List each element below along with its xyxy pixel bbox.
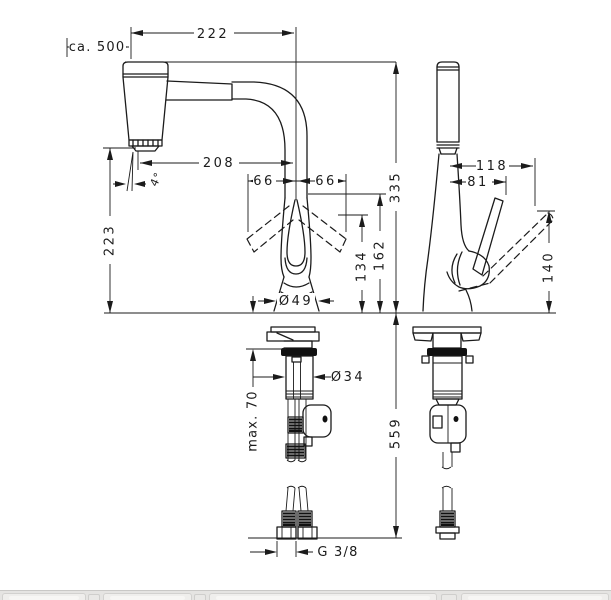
dim-ca500: ca. 500 [66, 38, 129, 57]
pullout-spray-head [122, 61, 233, 152]
dim-66-right-label: 66 [315, 174, 337, 189]
thumbnail-card-highlight [9, 596, 79, 600]
swivel-range-dashed [246, 205, 347, 253]
dim-335-label: 335 [389, 171, 404, 203]
side-body [422, 153, 490, 312]
hose-weight-side [429, 404, 467, 453]
dim-g38: G 3/8 [250, 541, 358, 560]
dim-134: 134 [338, 214, 370, 313]
hoses-front [276, 399, 332, 540]
dim-dia34-label: Ø34 [331, 370, 365, 385]
dim-222-label: 222 [197, 27, 229, 42]
spray-handle-column [436, 61, 460, 155]
thumbnail-card-highlight [468, 596, 602, 600]
dim-4deg-label: 4° [147, 170, 165, 189]
hose-coupling [287, 416, 304, 434]
dim-max70: max. 70 [244, 296, 286, 457]
dim-66-left-label: 66 [253, 174, 275, 189]
dim-66-66: 66 66 [247, 173, 347, 232]
mounting-hardware-front [266, 326, 320, 400]
dim-118-label: 118 [476, 159, 508, 174]
dim-223-label: 223 [103, 224, 118, 256]
dim-118: 118 [450, 158, 536, 206]
hose-weight [302, 404, 332, 447]
mounting-hardware-side [412, 326, 482, 406]
dim-dia34: Ø34 [253, 370, 365, 385]
thumbnail-divider-box[interactable] [441, 594, 457, 600]
dim-81-label: 81 [467, 175, 489, 190]
supply-connector-side [435, 510, 460, 540]
dim-ca500-label: ca. 500 [69, 40, 126, 55]
side-view-faucet [412, 61, 554, 540]
dim-162: 162 [308, 193, 388, 313]
dim-81: 81 [450, 174, 507, 195]
dim-dia49: Ø49 [258, 293, 334, 309]
dim-140-label: 140 [542, 251, 557, 283]
reference-lines [104, 61, 556, 539]
supply-connector-left [276, 510, 297, 540]
dim-dia49-label: Ø49 [279, 294, 313, 309]
hose-side [435, 452, 460, 540]
dim-140: 140 [537, 210, 557, 313]
dim-208: 208 [137, 151, 293, 171]
thumbnail-card[interactable] [2, 593, 86, 600]
dim-223: 223 [101, 147, 136, 313]
dim-335: 335 [388, 62, 404, 313]
dim-208-label: 208 [203, 156, 235, 171]
dim-162-label: 162 [373, 239, 388, 271]
dim-134-label: 134 [355, 250, 370, 282]
dim-g38-label: G 3/8 [317, 545, 358, 560]
dimensions: 222 ca. 500 208 66 [66, 25, 557, 560]
hose-coupling-lower [285, 443, 306, 459]
dim-559-label: 559 [389, 417, 404, 449]
supply-connector-right [297, 510, 318, 540]
dim-max70-label: max. 70 [246, 390, 261, 452]
lever-handle [472, 197, 504, 276]
thumbnail-card[interactable] [209, 593, 437, 600]
thumbnail-card-highlight [110, 596, 185, 600]
thumbnail-card-highlight [216, 596, 430, 600]
dim-222: 222 [130, 25, 297, 200]
spout [231, 81, 312, 278]
thumbnail-card[interactable] [103, 593, 192, 600]
front-view-faucet [122, 61, 347, 540]
thumbnail-divider-box[interactable] [88, 594, 100, 600]
thumbnail-strip [0, 590, 611, 600]
thumbnail-card[interactable] [461, 593, 609, 600]
dim-4deg: 4° [113, 151, 165, 192]
dim-559: 559 [388, 313, 404, 538]
thumbnail-divider-box[interactable] [194, 594, 206, 600]
